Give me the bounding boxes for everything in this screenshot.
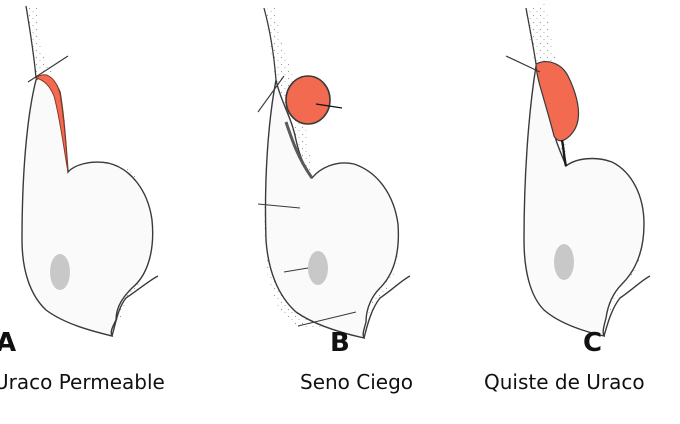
panel-b-blind-sinus [286,76,330,124]
panel-c-umbilicus-spot [554,244,574,280]
panel-a-caption: Uraco Permeable [0,372,165,392]
panel-c-caption: Quiste de Uraco [484,372,645,392]
panel-a-umbilicus-spot [50,254,70,290]
panel-c-illustration [506,2,650,336]
panel-a-letter: A [0,330,16,356]
panel-b-caption: Seno Ciego [300,372,413,392]
panel-c-bladder [524,66,644,336]
panel-b-umbilicus-spot [308,251,328,285]
panel-a-illustration [22,2,158,336]
panel-a-bladder [22,76,153,336]
panel-b-letter: B [330,330,350,356]
panel-c-letter: C [583,330,602,356]
panel-b-illustration [258,2,410,338]
